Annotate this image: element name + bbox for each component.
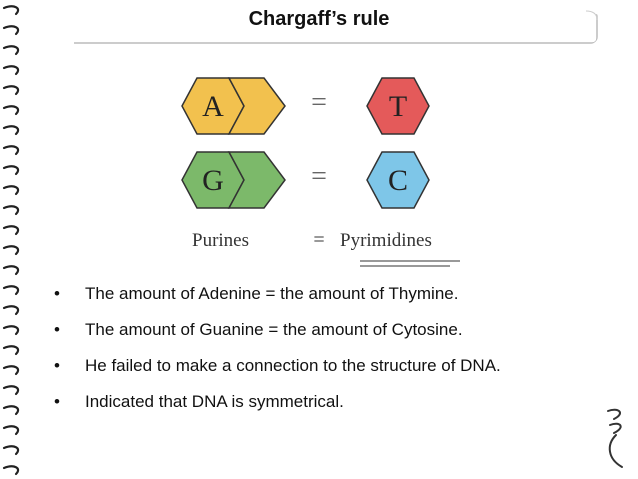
list-item: • The amount of Adenine = the amount of … [52, 283, 612, 305]
bullet-marker: • [54, 356, 60, 375]
bullet-marker: • [54, 320, 60, 339]
thymine-letter: T [389, 90, 407, 123]
guanine-pentagon [227, 151, 286, 209]
spiral-binding-decoration [2, 5, 20, 476]
bullet-marker: • [54, 284, 60, 303]
list-item: • Indicated that DNA is symmetrical. [52, 391, 612, 413]
cytosine-molecule: C [366, 151, 430, 209]
thymine-molecule: T [366, 77, 430, 135]
figure-credit-lines [360, 260, 460, 267]
purines-caption: Purines [192, 230, 249, 251]
bullet-text: Indicated that DNA is symmetrical. [85, 392, 344, 411]
equals-sign-2: = [311, 161, 327, 192]
adenine-letter: A [202, 90, 224, 123]
list-item: • He failed to make a connection to the … [52, 355, 612, 377]
chargaff-figure: A = T G = C Purines = Pyrimidines [181, 77, 460, 267]
pyrimidines-caption: Pyrimidines [340, 230, 432, 251]
guanine-letter: G [202, 164, 224, 197]
list-item: • The amount of Guanine = the amount of … [52, 319, 612, 341]
caption-equals-sign: = [313, 229, 324, 251]
bullet-list: • The amount of Adenine = the amount of … [52, 283, 612, 427]
bullet-marker: • [54, 392, 60, 411]
cytosine-hexagon [366, 151, 430, 209]
adenine-molecule: A [181, 77, 286, 135]
corner-ornament-icon [607, 408, 623, 468]
adenine-pentagon [227, 77, 286, 135]
equals-sign-1: = [311, 87, 327, 118]
slide-title: Chargaff’s rule [248, 8, 390, 30]
cytosine-letter: C [388, 164, 408, 197]
thymine-hexagon [366, 77, 430, 135]
bullet-text: The amount of Guanine = the amount of Cy… [85, 320, 463, 339]
guanine-molecule: G [181, 151, 286, 209]
bullet-text: He failed to make a connection to the st… [85, 356, 501, 375]
bullet-text: The amount of Adenine = the amount of Th… [85, 284, 459, 303]
